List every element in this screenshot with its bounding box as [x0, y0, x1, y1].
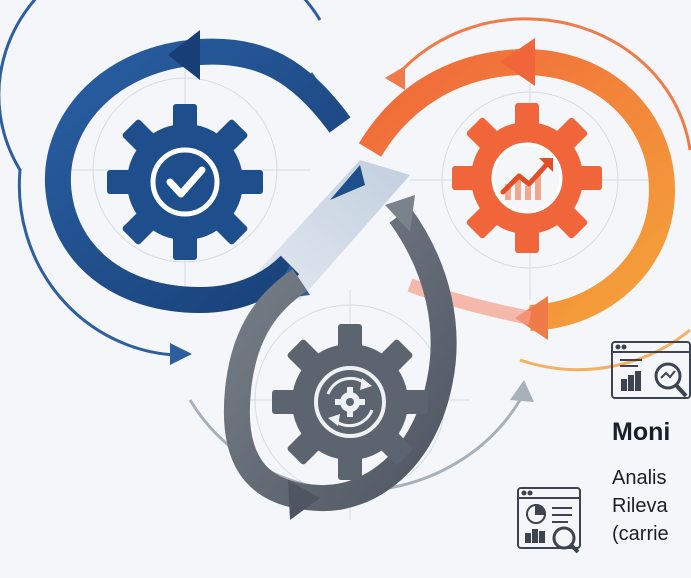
checkmark-gear-icon [107, 104, 263, 260]
growth-chart-gear-icon [452, 103, 602, 253]
report-magnifier-icon [517, 487, 581, 554]
orange-loop [358, 38, 676, 340]
cycle-gear-icon [272, 324, 428, 480]
arrowhead-gray-bottom [510, 380, 534, 402]
monitoring-line-1: Analis [612, 467, 667, 489]
arrowhead-orange-top [385, 66, 405, 90]
dashboard-magnifier-icon [611, 341, 691, 399]
monitoring-line-3: (carrie [612, 523, 669, 545]
arrowhead-blue-left [170, 343, 192, 365]
center-arrow [330, 165, 365, 200]
monitoring-line-2: Rileva [612, 495, 668, 517]
monitoring-title: Moni [612, 418, 671, 446]
gray-loop [223, 195, 457, 520]
